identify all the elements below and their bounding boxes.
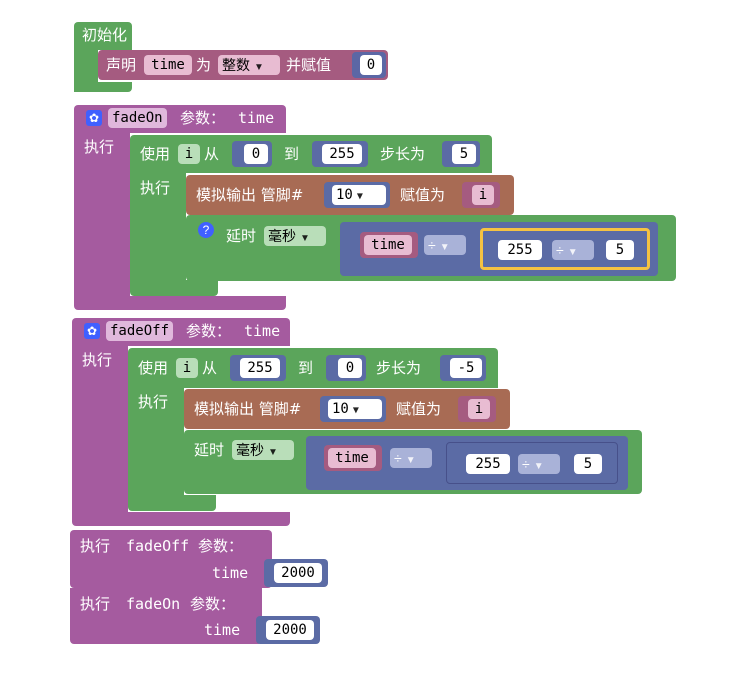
fadeon-from-label: 从 [204, 145, 220, 163]
call-fadeoff-value[interactable]: 2000 [274, 563, 322, 583]
call-fadeon-param: time [204, 621, 241, 639]
fadeon-op2: ÷ [556, 242, 564, 258]
call-fadeon-exec-label: 执行 [80, 595, 111, 613]
setup-title: 初始化 [82, 26, 128, 44]
fadeoff-from-field[interactable]: 255 [240, 358, 280, 378]
var-name-field[interactable]: time [144, 55, 192, 75]
fadeoff-step-label: 步长为 [376, 359, 422, 377]
fadeoff-delay-label: 延时 [194, 441, 225, 459]
as-label: 为 [196, 56, 212, 74]
fadeoff-params-label: 参数： [186, 322, 232, 340]
fadeoff-use-label: 使用 [138, 359, 169, 377]
chevron-down-icon: ▼ [268, 447, 278, 458]
fadeon-exec-label: 执行 [84, 138, 115, 156]
fadeon-step-field[interactable]: 5 [452, 144, 476, 164]
chevron-down-icon: ▼ [533, 461, 544, 472]
assign-label: 并赋值 [286, 56, 332, 74]
fadeoff-loop-var[interactable]: i [176, 358, 198, 378]
fadeon-param: time [238, 109, 275, 127]
fadeon-delay-label: 延时 [226, 227, 257, 245]
fadeoff-function-bottom [72, 512, 290, 526]
fadeoff-param: time [244, 322, 281, 340]
fadeon-params-label: 参数： [180, 109, 226, 127]
fadeon-delay-unit-dropdown[interactable]: 毫秒 ▼ [264, 226, 326, 246]
fadeon-loop-var[interactable]: i [178, 144, 200, 164]
fadeoff-loop-exec-label: 执行 [138, 393, 169, 411]
call-fadeoff-block[interactable] [70, 530, 272, 588]
fadeoff-for-loop-bottom [128, 495, 216, 511]
gear-icon[interactable]: ✿ [84, 323, 100, 339]
chevron-down-icon: ▼ [405, 455, 416, 466]
call-fadeon-value[interactable]: 2000 [266, 620, 314, 640]
fadeoff-to-field[interactable]: 0 [338, 358, 362, 378]
fadeoff-assign-label: 赋值为 [396, 400, 442, 418]
setup-block-bottom [74, 82, 132, 92]
fadeon-function-rail [74, 132, 130, 300]
fadeoff-op1-dropdown[interactable]: ÷▼ [390, 448, 432, 468]
fadeon-op1-dropdown[interactable]: ÷▼ [424, 235, 466, 255]
fadeon-func-name[interactable]: fadeOn [108, 108, 167, 128]
fadeoff-op2-dropdown[interactable]: ÷▼ [518, 454, 560, 474]
fadeon-delay-unit: 毫秒 [268, 228, 296, 244]
call-fadeon-params-label: 参数： [190, 595, 236, 613]
fadeoff-for-loop-rail [128, 386, 184, 498]
init-value-field[interactable]: 0 [360, 55, 382, 75]
fadeoff-delay-unit: 毫秒 [236, 442, 264, 458]
fadeoff-pin-value: 10 [332, 401, 349, 417]
chevron-down-icon: ▼ [356, 191, 363, 202]
type-dropdown[interactable]: 整数 ▼ [218, 55, 280, 75]
fadeoff-func-name[interactable]: fadeOff [106, 321, 174, 341]
fadeon-for-loop-bottom [130, 280, 218, 296]
fadeon-op2-dropdown[interactable]: ÷▼ [552, 240, 594, 260]
call-fadeon-func-name: fadeOn [126, 595, 181, 613]
call-fadeoff-func-name: fadeOff [126, 537, 190, 555]
fadeon-num-field[interactable]: 255 [498, 240, 542, 260]
fadeoff-time-var[interactable]: time [328, 448, 376, 468]
call-fadeoff-exec-label: 执行 [80, 537, 111, 555]
fadeon-loop-exec-label: 执行 [140, 179, 171, 197]
fadeon-op1: ÷ [428, 237, 436, 253]
fadeon-pin-dropdown[interactable]: 10▼ [332, 185, 386, 205]
call-fadeon-block[interactable] [70, 588, 262, 644]
fadeoff-analog-label: 模拟输出 管脚# [194, 400, 302, 418]
chevron-down-icon: ▼ [254, 62, 264, 73]
fadeon-function-bottom [74, 296, 286, 310]
call-fadeoff-param: time [212, 564, 249, 582]
fadeoff-exec-label: 执行 [82, 351, 113, 369]
setup-block[interactable] [74, 22, 132, 50]
fadeon-analog-label: 模拟输出 管脚# [196, 186, 304, 204]
fadeon-for-loop-rail [130, 172, 186, 282]
fadeoff-pin-dropdown[interactable]: 10▼ [328, 399, 382, 419]
fadeon-value-var[interactable]: i [472, 185, 494, 205]
fadeon-den-field[interactable]: 5 [606, 240, 634, 260]
fadeon-from-field[interactable]: 0 [244, 144, 268, 164]
type-dropdown-value: 整数 [222, 57, 250, 73]
fadeoff-function-rail [72, 345, 128, 515]
declare-label: 声明 [106, 56, 137, 74]
fadeoff-step-field[interactable]: -5 [450, 358, 482, 378]
fadeon-time-var[interactable]: time [364, 235, 412, 255]
fadeon-assign-label: 赋值为 [400, 186, 446, 204]
fadeon-step-label: 步长为 [380, 145, 426, 163]
chevron-down-icon: ▼ [300, 233, 310, 244]
chevron-down-icon: ▼ [567, 247, 578, 258]
gear-icon[interactable]: ✿ [86, 110, 102, 126]
help-icon[interactable]: ? [198, 222, 214, 238]
fadeon-to-field[interactable]: 255 [322, 144, 362, 164]
fadeoff-delay-unit-dropdown[interactable]: 毫秒 ▼ [232, 440, 294, 460]
chevron-down-icon: ▼ [352, 405, 359, 416]
fadeoff-op1: ÷ [394, 450, 402, 466]
fadeoff-from-label: 从 [202, 359, 218, 377]
fadeoff-op2: ÷ [522, 456, 530, 472]
call-fadeoff-params-label: 参数： [198, 537, 244, 555]
fadeoff-to-label: 到 [298, 359, 314, 377]
fadeon-pin-value: 10 [336, 187, 353, 203]
fadeoff-den-field[interactable]: 5 [574, 454, 602, 474]
fadeoff-value-var[interactable]: i [468, 399, 490, 419]
fadeon-use-label: 使用 [140, 145, 171, 163]
chevron-down-icon: ▼ [439, 242, 450, 253]
fadeon-to-label: 到 [284, 145, 300, 163]
fadeoff-num-field[interactable]: 255 [466, 454, 510, 474]
